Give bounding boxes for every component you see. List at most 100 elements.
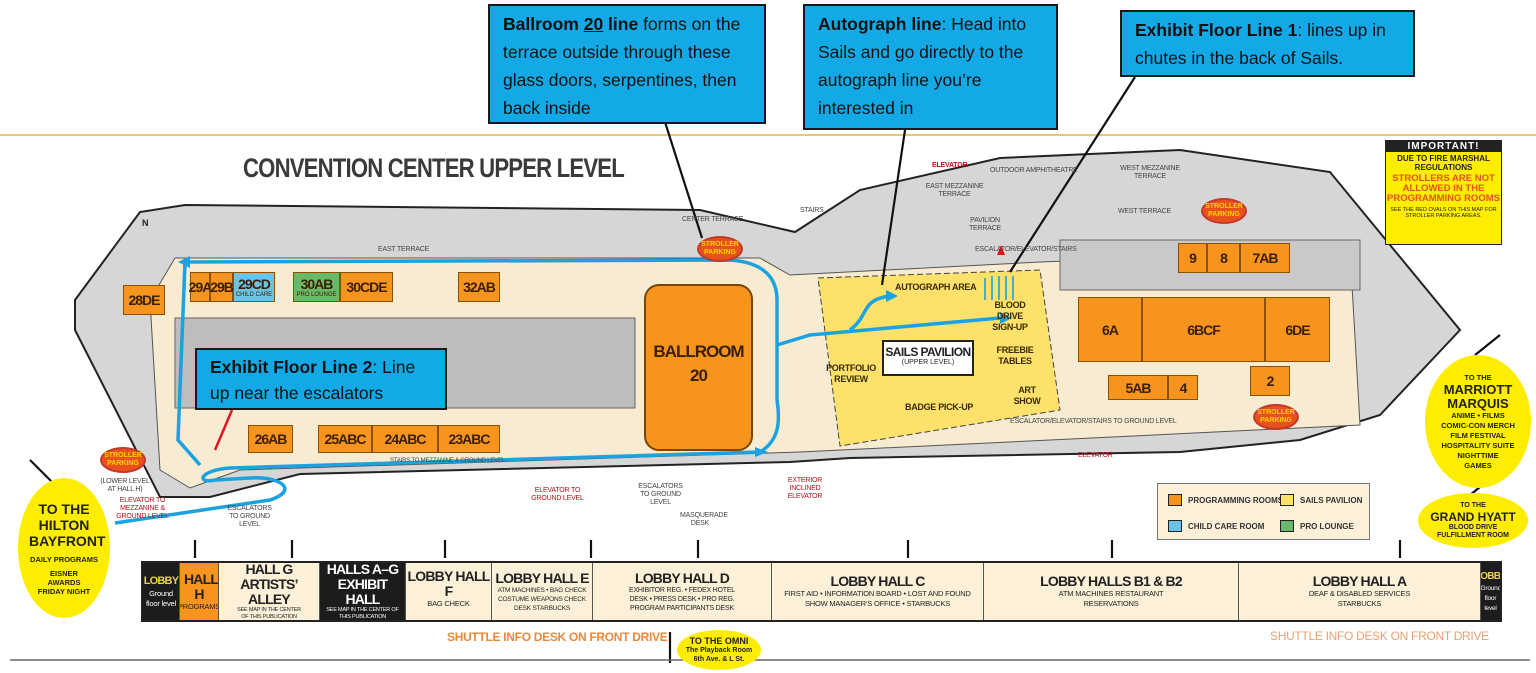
pointer-ballroom — [663, 121, 704, 239]
grand-hyatt-oval: TO THE GRAND HYATT BLOOD DRIVE FULFILLME… — [1418, 493, 1528, 548]
art-show-label: ART SHOW — [1013, 385, 1041, 406]
marriott-marquis-oval: TO THE MARRIOTT MARQUIS ANIME • FILMS CO… — [1425, 355, 1531, 488]
line-route — [114, 258, 1014, 525]
room-23abc: 23ABC — [438, 425, 500, 453]
cell-title: LOBBY HALL D — [634, 569, 730, 586]
destination-detail: EISNER AWARDS FRIDAY NIGHT — [37, 568, 91, 596]
blood-drive-chutes — [984, 276, 1014, 300]
room-7ab: 7AB — [1240, 243, 1290, 273]
destination-detail: FILM FESTIVAL — [1450, 430, 1506, 440]
destination-detail: DAILY PROGRAMS — [30, 554, 98, 564]
cell-sub: Ground floor level — [146, 589, 176, 608]
callout-heading-end: line — [603, 14, 639, 34]
callout-heading: Exhibit Floor Line 1 — [1135, 20, 1298, 40]
stairs-mezzanine-label: STAIRS TO MEZZANINE & GROUND LEVEL — [390, 458, 505, 464]
hilton-bayfront-oval: TO THE HILTON BAYFRONT DAILY PROGRAMS EI… — [18, 478, 110, 618]
pavilion-terrace-label: PAVILION TERRACE — [968, 217, 1002, 232]
legend-label: PRO LOUNGE — [1300, 522, 1354, 531]
arrowhead — [178, 256, 190, 268]
portfolio-label: PORTFOLIO REVIEW — [826, 363, 876, 384]
room-label: 29CD — [238, 276, 271, 292]
escalators-ground-left-label: ESCALATORS TO GROUND LEVEL — [227, 505, 272, 528]
map-legend: PROGRAMMING ROOMS SAILS PAVILION CHILD C… — [1157, 483, 1370, 540]
west-terrace-label: WEST TERRACE — [1118, 208, 1171, 215]
callout-text: : lines up in chutes in the back of Sail… — [1135, 20, 1386, 68]
important-line3: SEE THE RED OVALS ON THIS MAP FOR STROLL… — [1390, 207, 1497, 219]
room-30cde: 30CDE — [340, 272, 393, 302]
center-terrace-label: CENTER TERRACE — [682, 216, 744, 223]
legend-label: PROGRAMMING ROOMS — [1188, 496, 1284, 505]
callout-text: : Head into Sails and go directly to the… — [818, 14, 1027, 118]
ballroom-20-label: BALLROOM 20 — [653, 342, 744, 385]
east-terrace-label: EAST TERRACE — [378, 246, 430, 253]
arrowhead — [1000, 312, 1012, 324]
exit-arrow-red — [997, 245, 1005, 255]
stroller-parking-badge: STROLLER PARKING — [1253, 404, 1299, 430]
destination-title: MARRIOTT MARQUIS — [1443, 381, 1513, 411]
room-6bcf: 6BCF — [1142, 297, 1265, 362]
important-header: IMPORTANT! — [1386, 141, 1501, 152]
pointer-autograph — [880, 129, 907, 286]
room-sub-label: PRO LOUNGE — [296, 292, 337, 298]
sails-line-route — [776, 316, 1001, 347]
cell-sub: SEE MAP IN THE CENTER OF THIS PUBLICATIO… — [237, 607, 301, 620]
destination-title: HILTON BAYFRONT — [29, 516, 106, 549]
cell-sub: ATM MACHINES RESTAURANT RESERVATIONS — [1058, 589, 1164, 608]
cell-title: LOBBY HALL F — [407, 568, 491, 599]
divider — [0, 134, 1536, 136]
escalators-ground-label: ESCALATORS TO GROUND LEVEL — [638, 483, 683, 506]
room-8: 8 — [1207, 243, 1240, 273]
room-9: 9 — [1178, 243, 1207, 273]
esc-elev-stairs-label: ESCALATOR/ELEVATOR/STAIRS — [975, 246, 1077, 253]
ballroom-20 — [644, 284, 753, 451]
omni-oval: TO THE OMNI The Playback Room 6th Ave. &… — [677, 630, 761, 670]
stroller-parking-badge: STROLLER PARKING — [100, 447, 146, 473]
elevator-ground-label: ELEVATOR TO GROUND LEVEL — [531, 487, 584, 502]
room-32ab: 32AB — [458, 272, 500, 302]
room-6de: 6DE — [1265, 297, 1330, 362]
legend-swatch-pro-lounge — [1280, 520, 1294, 532]
legend-label: CHILD CARE ROOM — [1188, 522, 1265, 531]
badge-label: BADGE PICK-UP — [905, 402, 974, 412]
shuttle-info-right: SHUTTLE INFO DESK ON FRONT DRIVE — [1270, 629, 1489, 643]
room-2: 2 — [1250, 366, 1290, 396]
cell-title: LOBBY HALL A — [1312, 573, 1407, 589]
legend-swatch-sails — [1280, 494, 1294, 506]
destination-detail: The Playback Room — [685, 646, 753, 654]
legend-swatch-programming — [1168, 494, 1182, 506]
callout-heading: Ballroom — [503, 14, 584, 34]
amphitheatre-label: OUTDOOR AMPHITHEATRE — [990, 167, 1078, 174]
room-28de: 28DE — [123, 285, 165, 315]
autograph-line-route — [848, 294, 891, 332]
destination-detail: NIGHTTIME GAMES — [1457, 450, 1499, 470]
room-label: 30AB — [300, 276, 334, 292]
north-indicator: N — [142, 218, 149, 228]
lower-level-label: (LOWER LEVEL AT HALL H) — [100, 478, 150, 493]
callout-pointers — [663, 76, 1136, 286]
sails-sub: (UPPER LEVEL) — [901, 359, 955, 366]
destination-to: TO THE — [1464, 372, 1492, 382]
cell-title: HALL H — [184, 570, 219, 602]
sails-title: SAILS PAVILION — [885, 345, 971, 359]
callout-exhibit-floor-line-2: Exhibit Floor Line 2: Line up near the e… — [195, 348, 447, 410]
cell-sub: DEAF & DISABLED SERVICES STARBUCKS — [1308, 589, 1411, 608]
cell-sub: SEE MAP IN THE CENTER OF THIS PUBLICATIO… — [326, 607, 399, 620]
legend-label: SAILS PAVILION — [1300, 496, 1363, 505]
map-title: CONVENTION CENTER UPPER LEVEL — [243, 153, 625, 183]
room-29a: 29A — [189, 272, 212, 302]
route-arrowheads — [178, 256, 1012, 457]
east-mezzanine-label: EAST MEZZANINE TERRACE — [925, 183, 984, 198]
cell-title: LOBBY HALL E — [495, 569, 589, 586]
legend-swatch-child-care — [1168, 520, 1182, 532]
esc-ground-label: ESCALATOR/ELEVATOR/STAIRS TO GROUND LEVE… — [1010, 418, 1177, 425]
destination-detail: ANIME • FILMS — [1451, 410, 1505, 420]
cell-title: HALLS A–G EXHIBIT HALL — [326, 563, 399, 607]
callout-heading-underlined: 20 — [583, 14, 604, 34]
